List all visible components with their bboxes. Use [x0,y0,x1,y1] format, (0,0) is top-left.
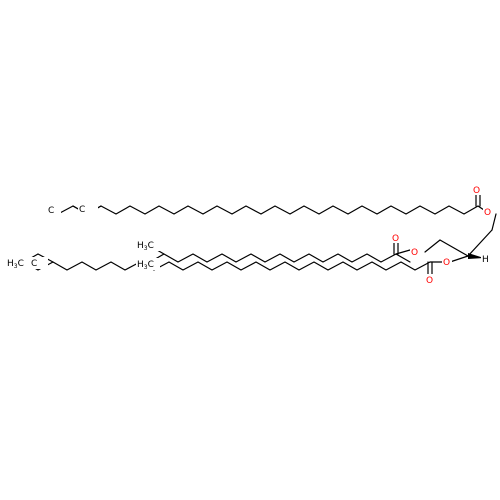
svg-text:C: C [31,259,37,269]
middle-ester-bond [395,249,411,255]
bottom-ethyl-label: H3C [6,257,30,270]
stereo-h: H [482,255,489,265]
top-ethyl-label: C [47,204,61,216]
top-carbonyl-o: O [473,186,480,196]
glycerol-c2-o-bond [449,255,469,263]
glycerol-c1-c2-bond [467,229,493,257]
bottom-methyl-label: C [30,257,48,269]
top-ester-o: O [484,208,491,218]
glycerol-c2-c3-bond [439,239,469,257]
bottom-carbonyl-o: O [426,276,433,286]
middle-ester-o: O [411,248,418,258]
glycerol-c1-o-bond [491,213,497,231]
svg-text:H3C: H3C [137,260,154,271]
bottom-ester-o: O [443,258,450,268]
middle-methyl-label-2: H3C [136,258,160,271]
middle-acyl-chain [149,241,411,263]
middle-ester-o-label: O [410,246,420,258]
svg-text:H3C: H3C [7,259,24,270]
top-methyl-label: C [78,203,98,215]
glycerol-backbone [424,213,497,263]
bottom-acyl-chain [23,253,445,275]
top-chain-bonds [57,205,479,215]
svg-text:C: C [48,206,54,216]
svg-text:H3C: H3C [137,241,154,252]
middle-chain-bonds [149,245,411,263]
bottom-carbonyl-o-label: O [425,274,435,286]
bottom-chain-bonds [23,253,431,271]
top-carbonyl-o-label: O [472,184,482,196]
svg-text:C: C [79,205,85,215]
middle-methyl-label: H3C [136,239,160,252]
top-ester-o-label: O [483,206,493,218]
middle-carbonyl-o: O [392,234,399,244]
stereo-wedge [468,253,484,259]
bottom-ester-o-label: O [442,256,452,268]
top-acyl-chain [57,193,485,215]
middle-carbonyl-o-label: O [391,232,401,244]
glycerol-c3-o-bond [424,239,441,253]
stereo-h-label: H [481,253,489,265]
